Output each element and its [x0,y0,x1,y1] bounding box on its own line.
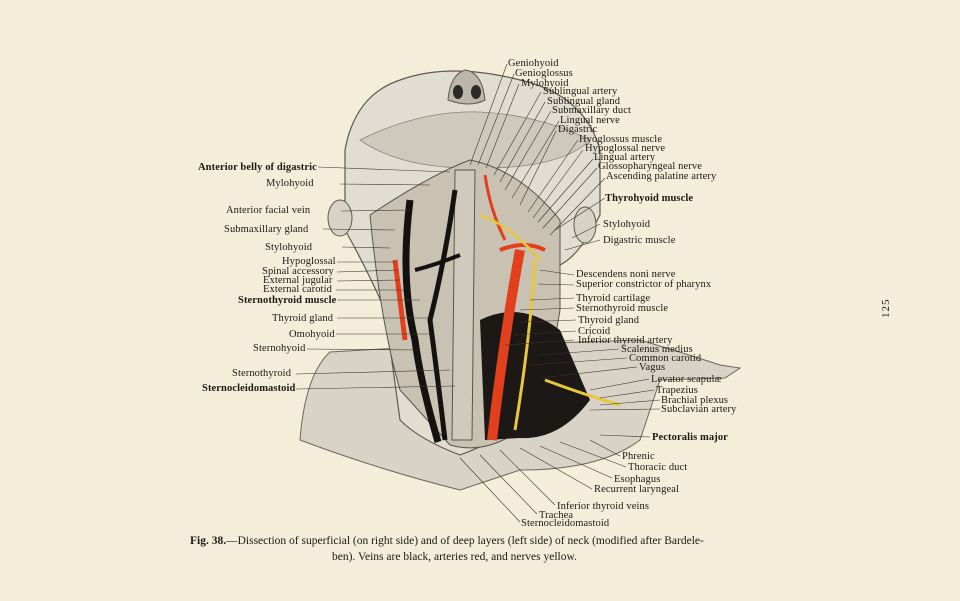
label-phrenic: Phrenic [622,451,655,462]
label-hypoglossal-nerve: Hypoglossal nerve [585,143,666,154]
superior-artery [483,174,507,241]
label-cricoid: Cricoid [578,326,611,337]
label-omohyoid: Omohyoid [289,329,335,340]
label-inferior-thyroid-artery: Inferior thyroid artery [578,335,673,346]
label-hypoglossal-left: Hypoglossal [282,256,336,267]
label-inferior-thyroid-veins: Inferior thyroid veins [557,501,650,512]
label-thyroid-gland-right: Thyroid gland [578,315,640,326]
ear-left [573,206,597,244]
nostril-left [453,85,463,99]
label-anterior-belly-of-digastric: Anterior belly of digastric [198,162,317,173]
caption-continuation: ben). Veins are black, arteries red, and… [332,551,577,563]
label-stylohyoid-right: Stylohyoid [603,219,651,230]
label-sublingual-gland: Sublingual gland [547,96,621,107]
label-sternocleidomastoid-left: Sternocleidomastoid [202,383,296,394]
vein-center [427,189,458,441]
label-thyroid-cartilage: Thyroid cartilage [576,293,651,304]
label-esophagus: Esophagus [614,474,661,485]
label-thoracic-duct: Thoracic duct [628,462,688,473]
label-geniohyoid: Geniohyoid [508,58,559,69]
brachial-plexus [544,378,621,407]
label-scalenus-medius: Scalenus medius [621,344,693,355]
label-hyoglossus-muscle: Hyoglossus muscle [579,134,663,145]
label-digastric-top: Digastric [558,124,598,135]
label-recurrent-laryngeal: Recurrent laryngeal [594,484,679,495]
label-mylohyoid-left: Mylohyoid [266,178,314,189]
label-levator-scapulae: Levator scapulæ [651,374,722,385]
label-sternothyroid-muscle-left: Sternothyroid muscle [238,295,337,306]
lingual-artery [499,243,546,252]
label-sternohyoid: Sternohyoid [253,343,306,354]
vagus-nerve [513,259,537,431]
label-genioglossus: Genioglossus [515,68,573,79]
label-glossopharyngeal-nerve: Glossopharyngeal nerve [598,161,702,172]
label-spinal-accessory: Spinal accessory [262,266,334,277]
common-carotid-artery [487,249,525,441]
label-sternothyroid-left: Sternothyroid [232,368,292,379]
label-common-carotid: Common carotid [629,353,702,364]
label-ascending-palatine-artery: Ascending palatine artery [606,171,717,182]
vein-branch [414,253,461,272]
label-submaxillary-duct: Submaxillary duct [552,105,631,116]
label-lingual-nerve: Lingual nerve [560,115,620,126]
label-descendens-noni-nerve: Descendens noni nerve [576,269,676,280]
label-sublingual-artery: Sublingual artery [543,86,618,97]
figure-caption: Fig. 38.—Dissection of superficial (on r… [190,533,770,565]
label-brachial-plexus: Brachial plexus [661,395,729,406]
ear-right [327,199,353,237]
label-external-carotid: External carotid [263,284,332,295]
label-sternothyroid-muscle-right: Sternothyroid muscle [576,303,669,314]
chin-shadow [359,111,591,169]
trachea [451,169,476,441]
label-anterior-facial-vein: Anterior facial vein [226,205,311,216]
hypoglossal-nerve [479,213,541,261]
page-number: 125 [880,298,892,319]
label-digastric-muscle: Digastric muscle [603,235,676,246]
label-trachea: Trachea [539,510,574,521]
label-pectoralis-major: Pectoralis major [652,432,728,443]
nostril-right [471,85,481,99]
label-superior-constrictor-of-pharynx: Superior constrictor of pharynx [576,279,712,290]
label-thyroid-gland-left: Thyroid gland [272,313,334,324]
label-subclavian-artery: Subclavian artery [661,404,737,415]
figure-label: Fig. 38. [190,535,227,547]
label-mylohyoid: Mylohyoid [521,78,569,89]
label-stylohyoid-left: Stylohyoid [265,242,313,253]
label-thyrohyoid-muscle: Thyrohyoid muscle [605,193,694,204]
label-vagus: Vagus [639,362,666,373]
label-external-jugular: External jugular [263,275,333,286]
label-sternocleidomastoid-bottom: Sternocleidomastoid [521,518,610,529]
caption-title: —Dissection of superficial (on right sid… [226,535,704,547]
vein-right [402,199,442,443]
label-trapezius: Trapezius [656,385,698,396]
label-submaxillary-gland: Submaxillary gland [224,224,309,235]
label-lingual-artery: Lingual artery [594,152,656,163]
